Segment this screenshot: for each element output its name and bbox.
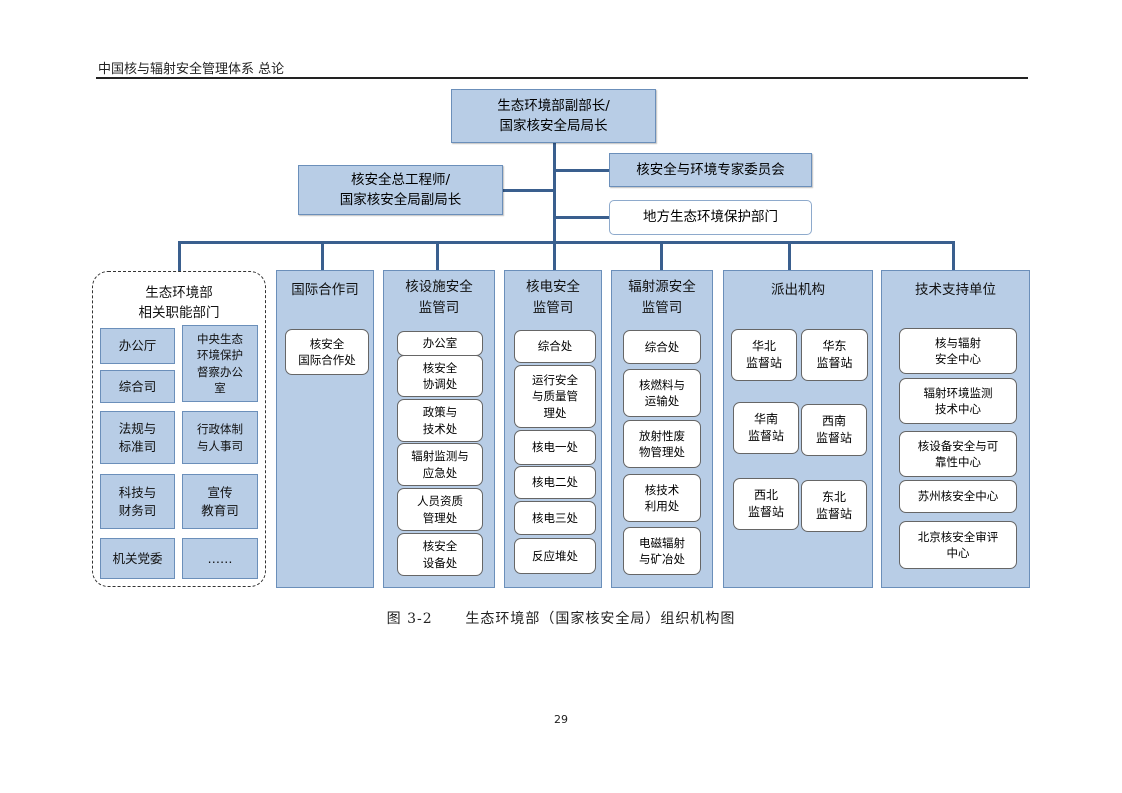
node-chief-engineer: 核安全总工程师/ 国家核安全局副局长 <box>298 165 503 215</box>
node-expert-committee: 核安全与环境专家委员会 <box>609 153 812 187</box>
connector-drop-col2 <box>436 241 439 270</box>
sub-unit: 东北 监督站 <box>801 480 867 532</box>
sub-unit: 反应堆处 <box>514 538 596 574</box>
sub-unit: 核电三处 <box>514 501 596 535</box>
sub-unit: 北京核安全审评 中心 <box>899 521 1017 569</box>
sub-unit: 综合处 <box>514 330 596 363</box>
sub-unit: 华北 监督站 <box>731 329 797 381</box>
column-nuclear-power-safety: 核电安全 监管司 <box>504 270 602 588</box>
connector-drop-col5 <box>788 241 791 270</box>
sub-unit: 综合处 <box>623 330 701 364</box>
sub-unit: 政策与 技术处 <box>397 399 483 442</box>
related-item-admin-personnel: 行政体制 与人事司 <box>182 411 258 464</box>
running-header: 中国核与辐射安全管理体系 总论 <box>98 62 285 77</box>
sub-unit: 人员资质 管理处 <box>397 488 483 531</box>
column-title: 辐射源安全 监管司 <box>628 279 696 316</box>
related-item-ellipsis: …… <box>182 538 258 579</box>
sub-unit: 西北 监督站 <box>733 478 799 530</box>
sub-unit: 核与辐射 安全中心 <box>899 328 1017 374</box>
header-rule <box>96 77 1028 79</box>
sub-unit: 核安全 设备处 <box>397 533 483 576</box>
connector-drop-col4 <box>660 241 663 270</box>
sub-unit: 核安全 协调处 <box>397 355 483 397</box>
sub-unit: 西南 监督站 <box>801 404 867 456</box>
column-international-cooperation: 国际合作司 <box>276 270 374 588</box>
sub-unit: 放射性废 物管理处 <box>623 420 701 468</box>
related-item-publicity-education: 宣传 教育司 <box>182 474 258 529</box>
related-item-general-office: 办公厅 <box>100 328 175 364</box>
sub-unit: 办公室 <box>397 331 483 356</box>
sub-unit: 核电二处 <box>514 466 596 499</box>
column-title: 派出机构 <box>771 282 825 298</box>
connector-drop-col1 <box>321 241 324 270</box>
sub-unit: 电磁辐射 与矿冶处 <box>623 527 701 575</box>
sub-unit: 核技术 利用处 <box>623 474 701 522</box>
sub-unit: 华南 监督站 <box>733 402 799 454</box>
figure-caption: 图 3-2 生态环境部（国家核安全局）组织机构图 <box>386 611 736 627</box>
sub-unit: 华东 监督站 <box>801 329 868 381</box>
column-title: 技术支持单位 <box>915 282 996 298</box>
sub-unit: 核安全 国际合作处 <box>285 329 369 375</box>
connector-engineer <box>503 189 555 192</box>
connector-drop-col6 <box>952 241 955 270</box>
related-item-comprehensive-dept: 综合司 <box>100 370 175 403</box>
connector-main-vertical <box>553 143 556 243</box>
sub-unit: 苏州核安全中心 <box>899 480 1017 513</box>
connector-horizontal-bus <box>178 241 955 244</box>
connector-drop-related <box>178 241 181 271</box>
connector-local <box>554 216 610 219</box>
related-item-party-committee: 机关党委 <box>100 538 175 579</box>
sub-unit: 辐射环境监测 技术中心 <box>899 378 1017 424</box>
page-number: 29 <box>554 713 568 726</box>
sub-unit: 运行安全 与质量管 理处 <box>514 365 596 428</box>
node-local-departments: 地方生态环境保护部门 <box>609 200 812 235</box>
sub-unit: 核设备安全与可 靠性中心 <box>899 431 1017 477</box>
connector-expert <box>554 169 610 172</box>
node-vice-minister: 生态环境部副部长/ 国家核安全局局长 <box>451 89 656 143</box>
related-item-law-standards: 法规与 标准司 <box>100 411 175 464</box>
sub-unit: 核电一处 <box>514 430 596 465</box>
related-departments-title: 生态环境部 相关职能部门 <box>138 285 220 321</box>
sub-unit: 辐射监测与 应急处 <box>397 443 483 486</box>
column-title: 国际合作司 <box>291 282 359 298</box>
column-title: 核设施安全 监管司 <box>405 279 473 316</box>
related-item-inspection-office: 中央生态 环境保护 督察办公 室 <box>182 325 258 402</box>
sub-unit: 核燃料与 运输处 <box>623 369 701 417</box>
column-title: 核电安全 监管司 <box>526 279 580 316</box>
connector-drop-col3 <box>553 241 556 270</box>
related-item-science-finance: 科技与 财务司 <box>100 474 175 529</box>
